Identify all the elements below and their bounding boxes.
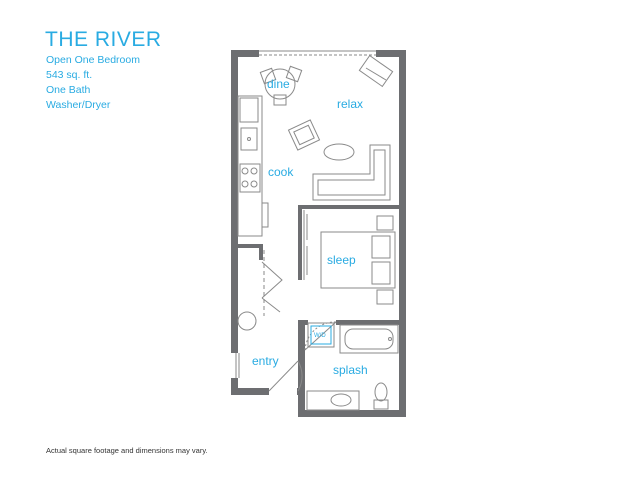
dining-set [259, 65, 303, 106]
entry-door [235, 353, 303, 392]
coffee-table [323, 143, 355, 161]
kitchen-counter [237, 95, 269, 237]
disclaimer: Actual square footage and dimensions may… [46, 446, 208, 455]
bed [320, 215, 396, 305]
armchair [287, 119, 321, 151]
washer-dryer [307, 322, 335, 348]
label-entry: entry [252, 354, 279, 368]
closet-entry [237, 250, 283, 331]
plan-type: Open One Bedroom [46, 54, 140, 66]
label-dine: dine [267, 77, 290, 91]
plan-bath: One Bath [46, 84, 91, 96]
toilet [373, 382, 389, 410]
bathtub [339, 324, 399, 354]
label-cook: cook [268, 165, 294, 179]
plan-laundry: Washer/Dryer [46, 99, 111, 111]
closet-bedroom [303, 210, 308, 280]
plan-area: 543 sq. ft. [46, 69, 93, 81]
sofa [312, 144, 391, 201]
lounge-chair [358, 54, 394, 88]
label-washer-dryer: W/D [314, 333, 326, 339]
label-sleep: sleep [327, 253, 356, 267]
window [259, 50, 376, 56]
label-relax: relax [337, 97, 363, 111]
plan-title: THE RIVER [45, 28, 162, 51]
label-splash: splash [333, 363, 368, 377]
vanity [306, 390, 360, 411]
